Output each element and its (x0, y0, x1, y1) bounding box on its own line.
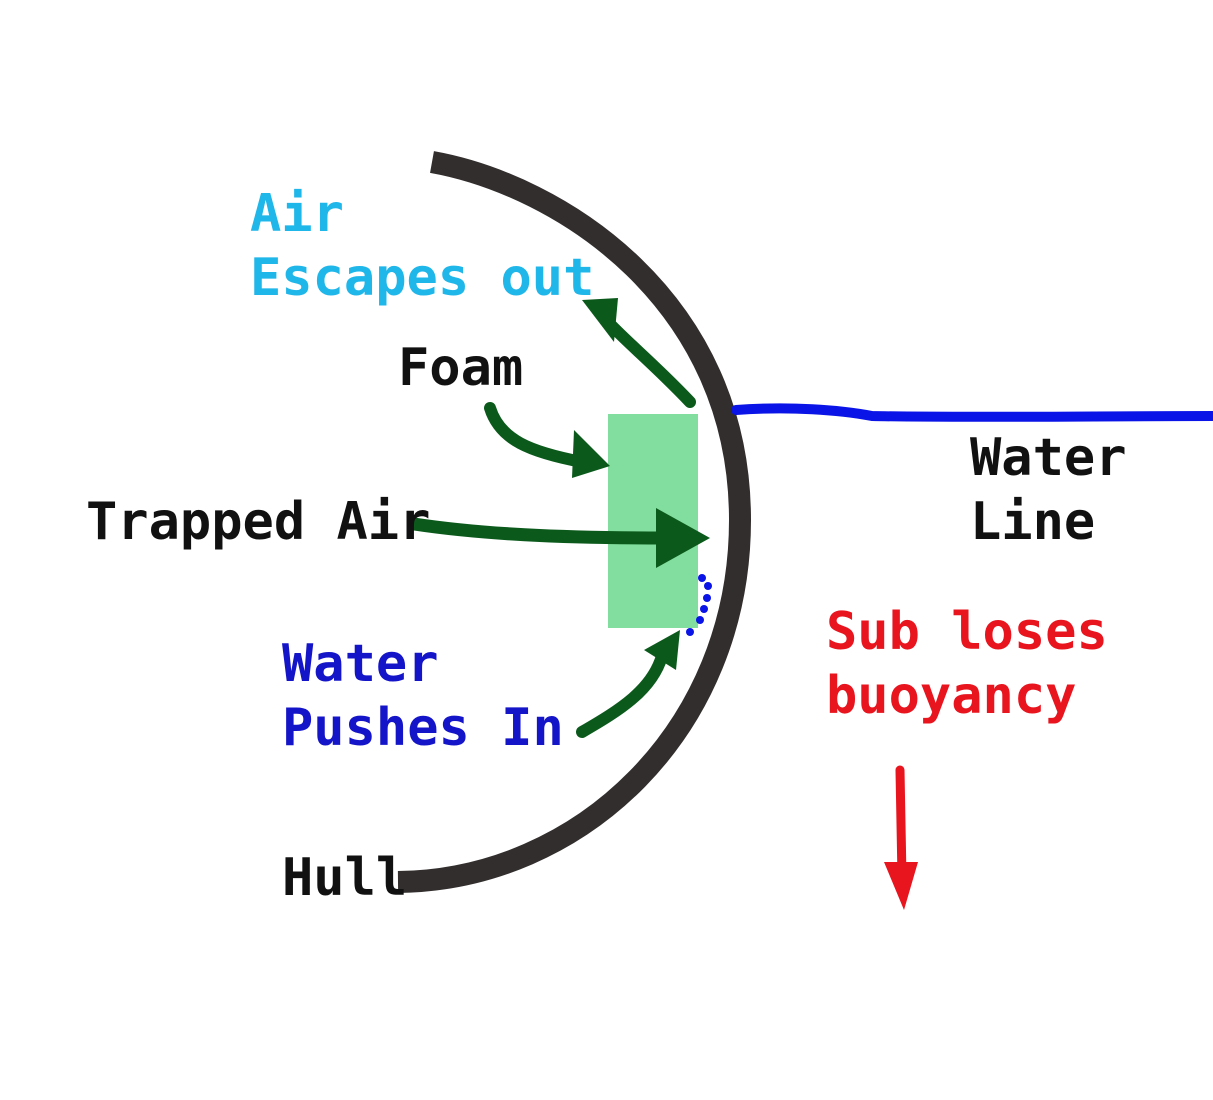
label-foam: Foam (398, 338, 524, 398)
label-air-escapes: Air Escapes out (250, 182, 594, 310)
label-sub-loses-buoyancy-line2: buoyancy (826, 666, 1077, 726)
water-line (731, 403, 1213, 422)
water-in-arrow (576, 630, 680, 738)
leak-dots (686, 574, 712, 636)
trapped-air-arrow (407, 508, 710, 568)
label-trapped-air: Trapped Air (86, 492, 431, 552)
label-water-pushes-in-line2: Pushes In (282, 698, 564, 758)
label-water-pushes-in-line1: Water (282, 634, 439, 694)
label-sub-loses-buoyancy-line1: Sub loses (826, 602, 1108, 662)
label-air-escapes-line2: Escapes out (250, 248, 595, 308)
label-hull: Hull (282, 848, 408, 908)
label-air-escapes-line1: Air (250, 184, 344, 244)
sink-arrow (884, 765, 918, 910)
label-water-line-line2: Line (970, 492, 1096, 552)
label-water-line-line1: Water (970, 428, 1127, 488)
air-escape-arrow (582, 298, 696, 408)
foam-arrow (484, 402, 610, 478)
foam-block (608, 414, 698, 628)
label-sub-loses-buoyancy: Sub loses buoyancy (826, 600, 1108, 728)
hull-arc (397, 151, 752, 893)
label-water-line: Water Line (970, 426, 1127, 554)
label-water-pushes-in: Water Pushes In (282, 632, 564, 760)
